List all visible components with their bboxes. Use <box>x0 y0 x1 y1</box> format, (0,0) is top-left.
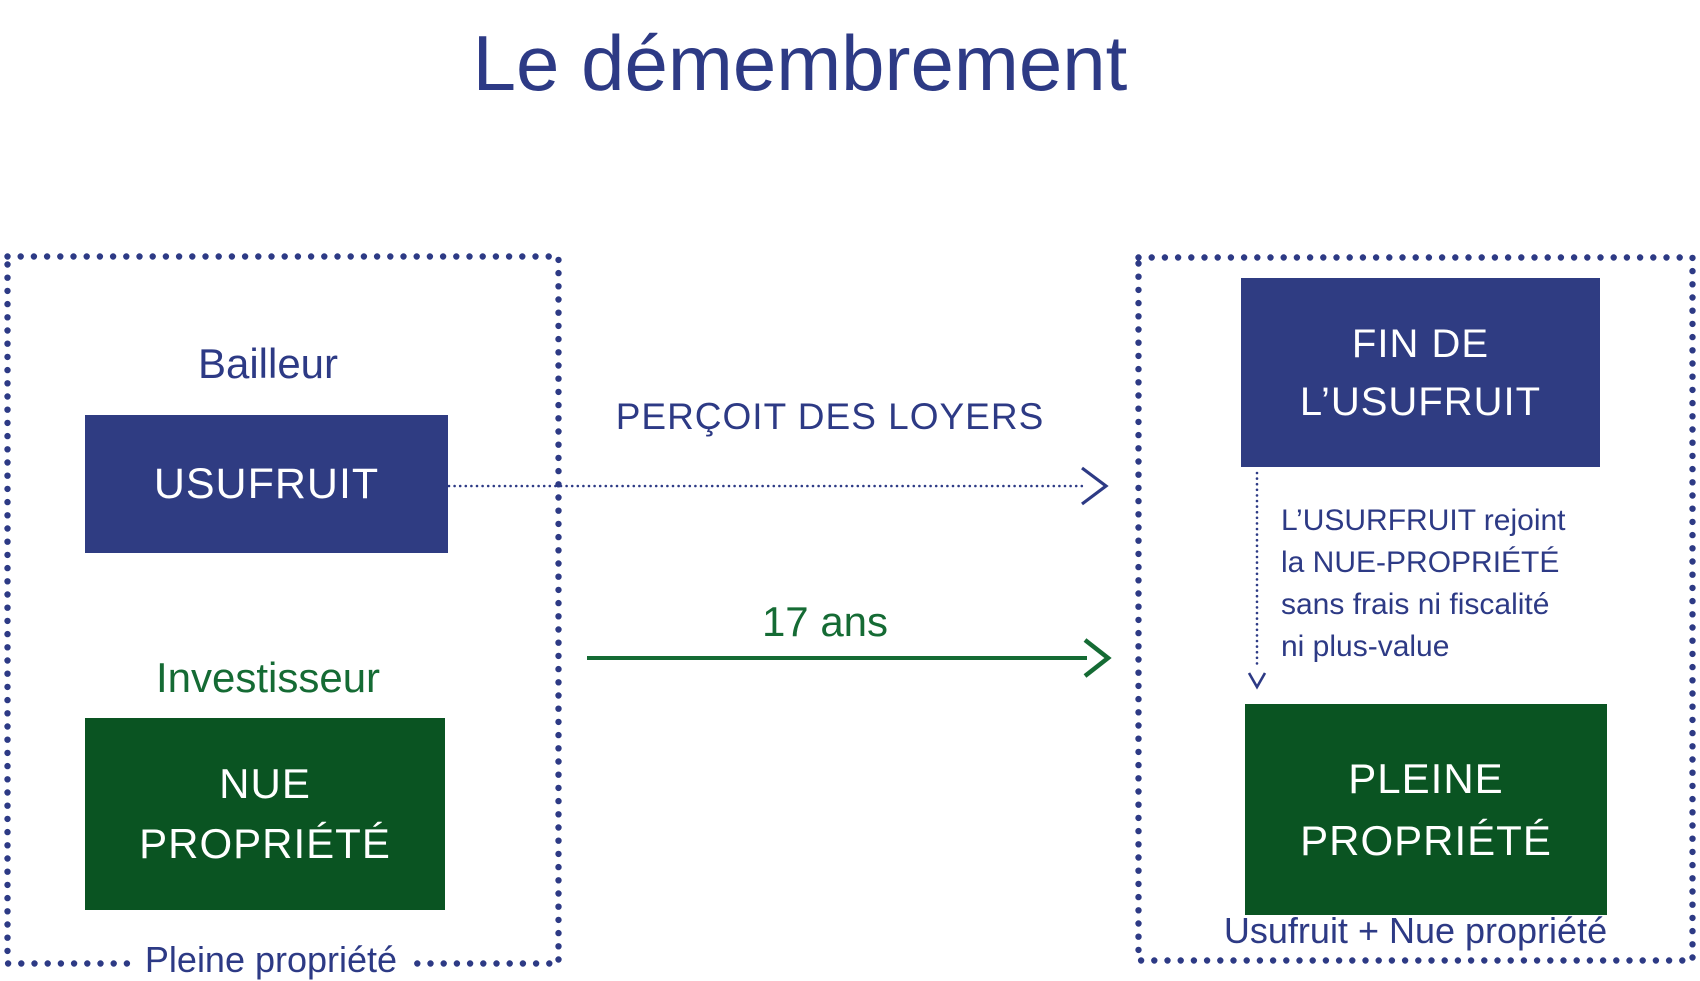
duration-label: 17 ans <box>761 598 889 645</box>
investor-label: Investisseur <box>155 654 381 701</box>
rent-arrow-label: PERÇOIT DES LOYERS <box>615 396 1045 437</box>
right-footer-label: Usufruit + Nue propriété <box>1223 910 1608 951</box>
merge-arrowhead-icon <box>1247 672 1267 690</box>
duration-arrowhead-icon <box>1083 638 1112 678</box>
rent-dotted-arrow <box>447 466 1109 506</box>
lessor-label: Bailleur <box>197 340 339 387</box>
right-dotted-frame <box>1135 254 1696 964</box>
fin-usufruit-box: FIN DE L’USUFRUIT <box>1241 278 1600 467</box>
right-frame-border <box>1135 254 1696 964</box>
nue-propriete-box: NUE PROPRIÉTÉ <box>85 718 445 910</box>
usufruit-box: USUFRUIT <box>85 415 448 553</box>
page-title: Le démembrement <box>472 19 1128 107</box>
left-footer-label: Pleine propriété <box>131 937 411 981</box>
pleine-propriete-box: PLEINE PROPRIÉTÉ <box>1245 704 1607 915</box>
rent-arrowhead-icon <box>1081 466 1109 506</box>
duration-arrow <box>587 638 1112 678</box>
usufruct-merge-arrow <box>1247 471 1267 690</box>
merge-note: L’USURFRUIT rejoint la NUE-PROPRIÉTÉ san… <box>1281 504 1566 663</box>
